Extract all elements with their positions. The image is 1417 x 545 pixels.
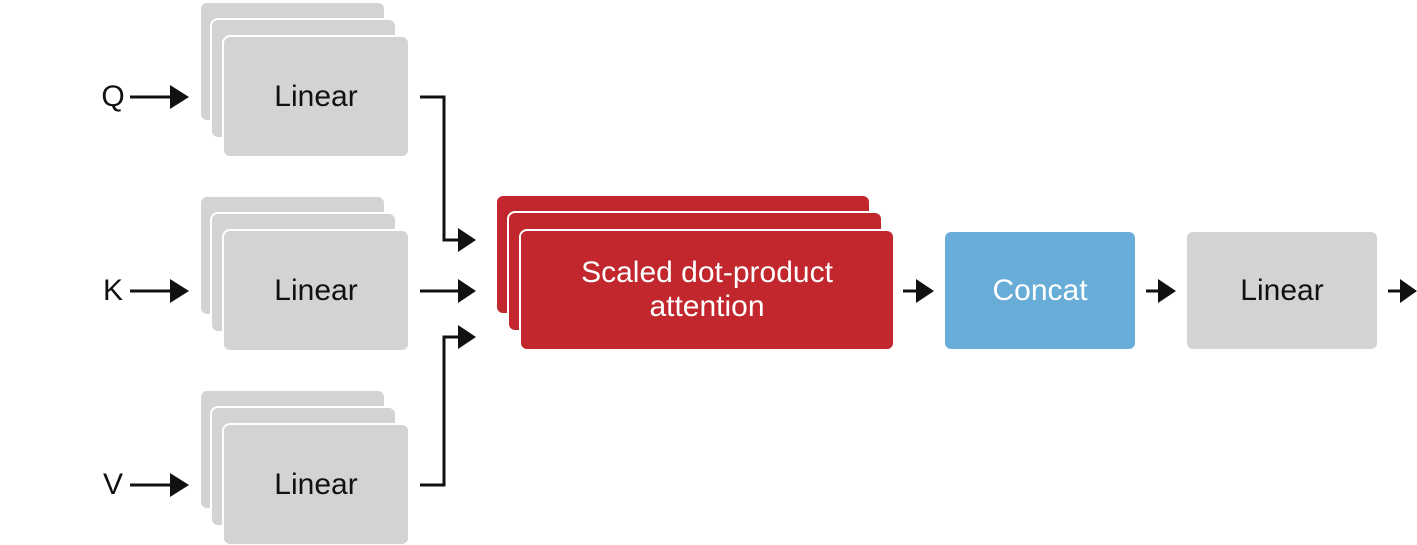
input-k-label: K [102, 274, 123, 307]
k-attention-arrowhead [458, 279, 476, 303]
linear-q-label: Linear [274, 79, 358, 113]
linear-k-label: Linear [274, 273, 358, 307]
linear-k-box [224, 231, 408, 350]
input-q-label: Q [101, 80, 125, 113]
attention-label-line1: Scaled dot-product [581, 256, 833, 289]
linear-v-box [224, 425, 408, 544]
attention-label: Scaled dot-product attention [521, 231, 893, 349]
v-to-attention-connector [420, 335, 460, 487]
concat-box [945, 232, 1135, 349]
concat-arrowhead [916, 279, 934, 303]
output-arrowhead [1400, 279, 1417, 303]
linear-output-box [1187, 232, 1377, 349]
v-attention-arrowhead [458, 325, 476, 349]
q-input-arrowhead [170, 85, 189, 109]
q-attention-arrowhead [458, 228, 476, 252]
linear-v-label: Linear [274, 467, 358, 501]
attention-label-line2: attention [649, 290, 765, 323]
linear-out-arrowhead [1158, 279, 1176, 303]
attention-box [521, 231, 893, 349]
k-input-arrowhead [170, 279, 189, 303]
linear-q-box [224, 37, 408, 156]
concat-label: Concat [992, 273, 1088, 307]
v-input-arrowhead [170, 473, 189, 497]
q-to-attention-connector [420, 95, 460, 242]
input-v-label: V [102, 468, 123, 501]
linear-output-label: Linear [1240, 273, 1324, 307]
